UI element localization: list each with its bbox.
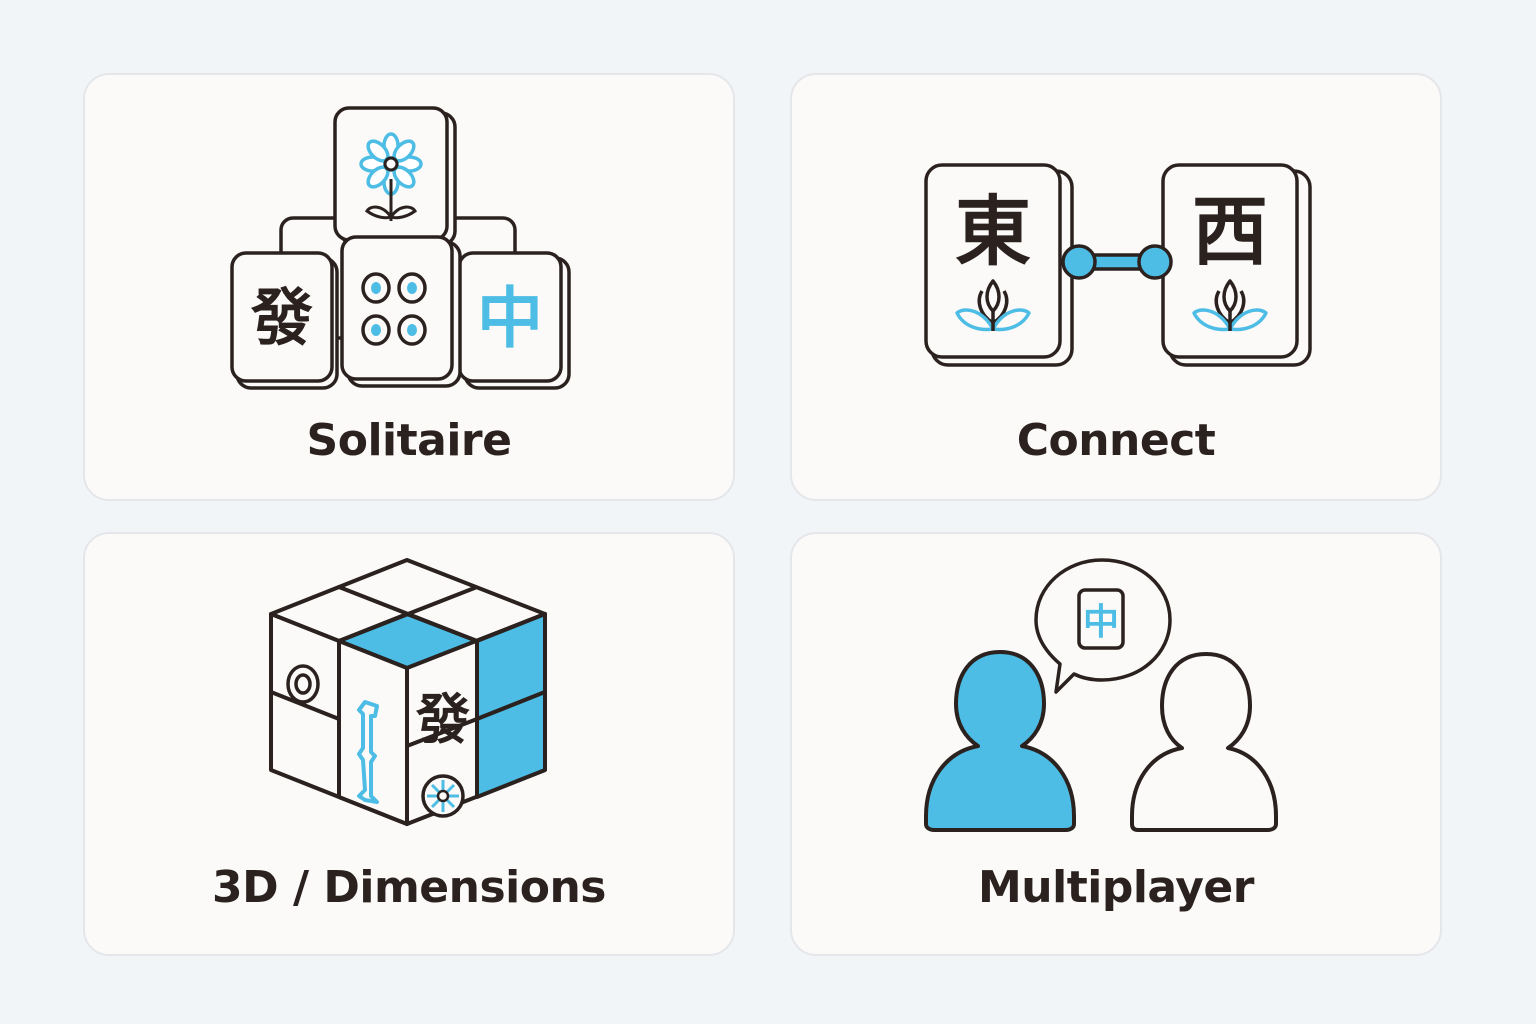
four-dots-icon <box>361 272 427 346</box>
bamboo-tile-icon <box>357 700 379 804</box>
player-two-icon <box>1130 652 1278 832</box>
west-character: 西 <box>1192 187 1268 276</box>
mahjong-tile-stack-icon: 發 中 <box>230 106 571 390</box>
flower-icon <box>359 132 423 221</box>
zhong-character: 中 <box>1083 601 1119 643</box>
sprout-icon <box>1192 279 1268 332</box>
fa-tile <box>230 251 334 383</box>
connected-tiles-icon: 東 西 <box>924 163 1312 367</box>
3d-dimensions-mode-card[interactable]: 發 3D / Dimensions <box>83 532 735 956</box>
multiplayer-mode-card[interactable]: 中 Multiplayer <box>790 532 1442 956</box>
east-tile <box>924 163 1062 359</box>
solitaire-mode-card[interactable]: 發 中 Solitaire <box>83 73 735 501</box>
connector-link-icon <box>1061 244 1173 280</box>
dots-tile <box>340 235 454 381</box>
fa-character: 發 <box>250 281 313 354</box>
fa-character: 發 <box>415 687 470 751</box>
circle-tile-icon <box>286 664 320 704</box>
connect-label: Connect <box>1016 415 1216 466</box>
multiplayer-label: Multiplayer <box>978 862 1254 913</box>
wheel-tile-icon <box>421 774 465 818</box>
zhong-character: 中 <box>477 279 543 357</box>
sprout-icon <box>955 279 1031 332</box>
east-character: 東 <box>955 187 1031 276</box>
player-one-icon <box>924 650 1076 832</box>
tile-cube-icon: 發 <box>269 558 547 826</box>
two-players-chat-icon: 中 <box>924 558 1278 832</box>
connect-mode-card[interactable]: 東 西 Connect <box>790 73 1442 501</box>
solitaire-label: Solitaire <box>306 415 512 466</box>
speech-bubble-icon: 中 <box>1034 558 1172 694</box>
3d-dimensions-label: 3D / Dimensions <box>212 862 606 913</box>
